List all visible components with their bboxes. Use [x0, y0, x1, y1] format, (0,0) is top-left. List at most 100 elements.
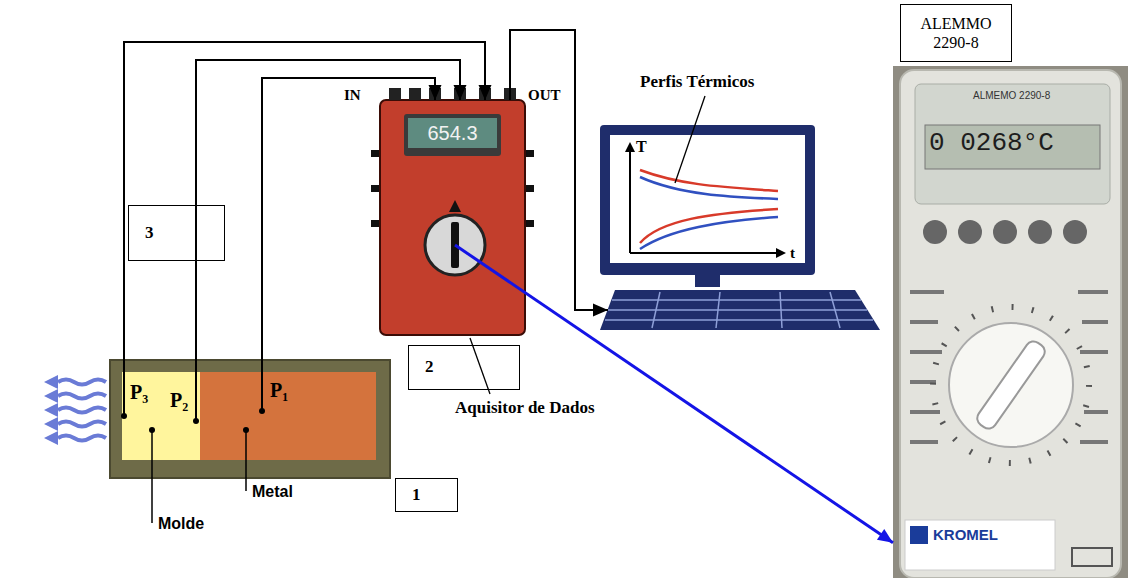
thermal-curve — [640, 217, 778, 249]
connector-line — [124, 42, 485, 372]
callout-number: 3 — [145, 223, 154, 243]
device-name-box: ALEMMO 2290-8 — [900, 4, 1012, 62]
thermocouple-tip — [123, 372, 125, 415]
axis-head — [625, 142, 635, 152]
connector — [510, 30, 608, 317]
mold-zone: P₃ P₂ — [122, 372, 200, 460]
leader-line — [151, 430, 153, 523]
dial-marking — [1078, 290, 1108, 294]
data-logger: 654.3INOUT — [380, 100, 525, 335]
keyboard — [600, 290, 880, 330]
leader-line — [245, 430, 247, 491]
port-label: OUT — [528, 86, 561, 104]
rotary-dial — [949, 323, 1073, 447]
callout-number: 2 — [425, 357, 434, 377]
axis-label: T — [636, 137, 647, 156]
keyboard-keys — [652, 292, 660, 328]
display-bezel — [404, 114, 501, 156]
leader-line — [470, 338, 490, 394]
metal-region — [200, 372, 376, 460]
device-photo: ALMEMO 2290-80 0268°CKROMEL — [893, 66, 1128, 578]
input-socket — [409, 88, 421, 100]
thermocouple-tip — [195, 372, 197, 420]
cooling-arrow-head — [44, 431, 58, 445]
display-readout: 654.3 — [408, 118, 497, 148]
brand-name: KROMEL — [933, 526, 998, 544]
thermal-curve — [640, 170, 778, 191]
mold-region — [122, 372, 200, 460]
keyboard-keys — [608, 309, 867, 311]
maker-logo — [1072, 548, 1112, 566]
brand-sticker — [905, 520, 1055, 570]
device-body — [900, 70, 1121, 578]
connector-line — [455, 245, 893, 543]
monitor-screen — [610, 135, 805, 263]
keyboard-keys — [716, 292, 720, 328]
dial-marking — [910, 350, 942, 354]
metal-zone: P₁ — [200, 372, 376, 460]
thermocouple-tip — [261, 372, 263, 410]
keyboard-keys — [830, 292, 840, 328]
brand-logo — [910, 526, 928, 544]
thermocouple-junction — [193, 418, 199, 424]
arrow-head — [429, 85, 442, 100]
axis-head — [776, 248, 786, 258]
device-button — [923, 220, 947, 244]
arrow-head — [454, 85, 467, 100]
monitor-frame — [600, 125, 815, 275]
device-caption: Aquisitor de Dados — [455, 398, 595, 418]
display-window — [915, 84, 1110, 204]
dial-marking — [910, 410, 940, 414]
thermocouple-junction — [121, 413, 127, 419]
arrow-head — [593, 304, 608, 317]
cooling-arrow-head — [44, 375, 58, 389]
arrow-head — [877, 529, 893, 543]
computer: Tt — [600, 125, 880, 330]
callout-box: 1 — [395, 478, 458, 512]
cooling-arrow — [58, 408, 106, 413]
device-button — [1063, 220, 1087, 244]
connector — [455, 245, 893, 543]
photo-background — [893, 66, 1128, 578]
dial-marking — [910, 320, 938, 324]
dial-marking — [1080, 350, 1108, 354]
cooling-arrow — [58, 436, 106, 441]
thermocouple-junction — [259, 408, 265, 414]
dial-marking — [1084, 410, 1108, 414]
dial-marking — [1080, 440, 1108, 444]
dial-marking — [910, 440, 938, 444]
axis-label: t — [790, 244, 795, 262]
leader-line — [675, 96, 705, 183]
dial-ticks — [933, 307, 1089, 463]
callout-box: 2 — [408, 345, 520, 390]
cooling-arrow-head — [44, 389, 58, 403]
part-label: Molde — [158, 514, 204, 533]
thermal-curve — [640, 177, 778, 199]
part-label: Metal — [252, 482, 293, 501]
probe-label: P₁ — [270, 378, 288, 402]
cooling-arrow-head — [44, 417, 58, 431]
cooling-arrow — [58, 394, 106, 399]
device-model: ALMEMO 2290-8 — [973, 90, 1050, 102]
cooling-arrow — [58, 380, 106, 385]
device-button — [993, 220, 1017, 244]
dial-pointer — [449, 200, 461, 212]
axis-line — [629, 150, 631, 253]
axis-line — [630, 252, 778, 254]
connector-line — [196, 60, 460, 372]
probe-label: P₂ — [170, 388, 188, 412]
keyboard-keys — [780, 292, 782, 328]
connector — [196, 60, 467, 372]
dial-marking — [1082, 320, 1108, 324]
callout-box: 3 — [128, 205, 225, 261]
screen-caption: Perfis Térmicos — [640, 72, 754, 92]
keyboard-keys — [605, 319, 873, 321]
probe-label: P₃ — [130, 380, 148, 404]
connector — [124, 42, 492, 372]
device-name: ALEMMO 2290-8 — [909, 14, 1003, 52]
lcd-screen — [925, 125, 1100, 169]
dial-grip — [974, 338, 1048, 431]
